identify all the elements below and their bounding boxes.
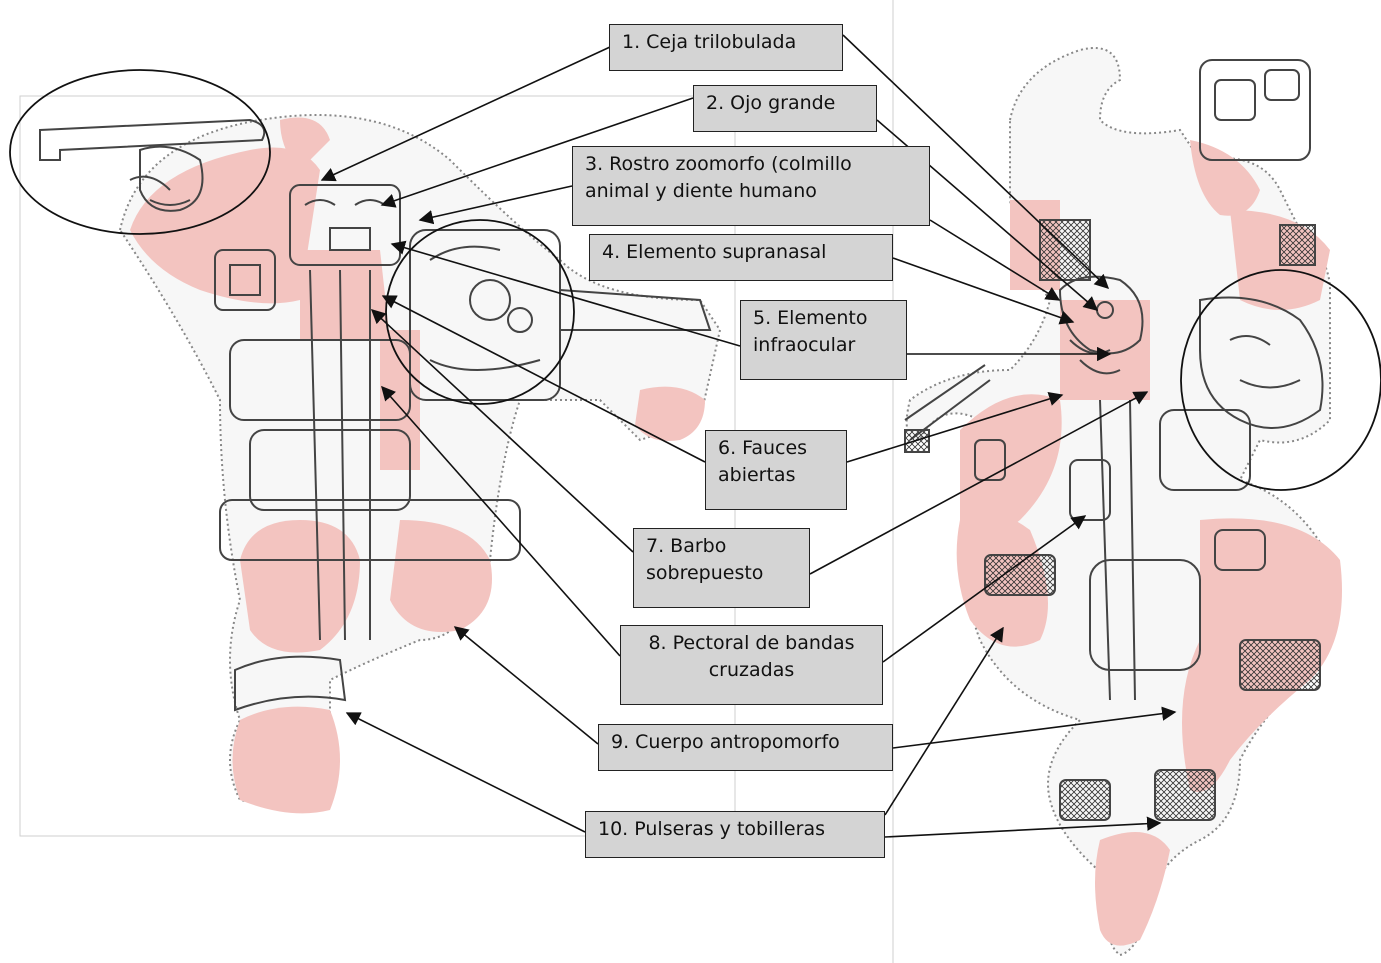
arrow-1-right <box>842 34 1110 289</box>
right-figure-drawing <box>904 47 1342 957</box>
label-rostro-zoomorfo: 3. Rostro zoomorfo (colmillo animal y di… <box>572 146 930 226</box>
arrow-7-right <box>809 391 1149 575</box>
arrow-7-left <box>370 309 634 553</box>
arrow-6-left <box>381 295 706 463</box>
arrow-1-left <box>320 46 611 182</box>
label-elemento-supranasal: 4. Elemento supranasal <box>589 234 893 281</box>
arrow-8-left <box>381 385 621 657</box>
arrow-6-right <box>846 391 1064 463</box>
arrow-8-right <box>882 515 1087 663</box>
arrow-10-left <box>345 712 586 833</box>
arrow-3-left <box>418 185 573 225</box>
label-pulseras-tobilleras: 10. Pulseras y tobilleras <box>585 811 885 858</box>
label-ceja-trilobulada: 1. Ceja trilobulada <box>609 24 843 71</box>
arrow-10-mid <box>884 626 1004 816</box>
highlight-circle-headdress <box>9 69 271 235</box>
label-barbo-sobrepuesto: 7. Barbo sobrepuesto <box>633 528 810 608</box>
arrow-4-right <box>892 257 1075 325</box>
arrow-2-left <box>380 97 694 208</box>
highlight-circle-right-face <box>1180 269 1381 491</box>
label-elemento-infraocular: 5. Elemento infraocular <box>740 300 907 380</box>
label-fauces-abiertas: 6. Fauces abiertas <box>705 430 847 510</box>
arrow-10-right <box>884 816 1162 838</box>
arrow-9-right <box>892 706 1177 749</box>
label-cuerpo-antropomorfo: 9. Cuerpo antropomorfo <box>598 724 893 771</box>
label-ojo-grande: 2. Ojo grande <box>693 85 877 132</box>
arrow-3-right <box>929 219 1061 301</box>
label-pectoral-bandas-cruzadas: 8. Pectoral de bandas cruzadas <box>620 625 883 705</box>
leader-lines <box>320 34 1177 838</box>
arrow-4-left <box>390 240 741 347</box>
arrow-9-left <box>453 626 599 745</box>
